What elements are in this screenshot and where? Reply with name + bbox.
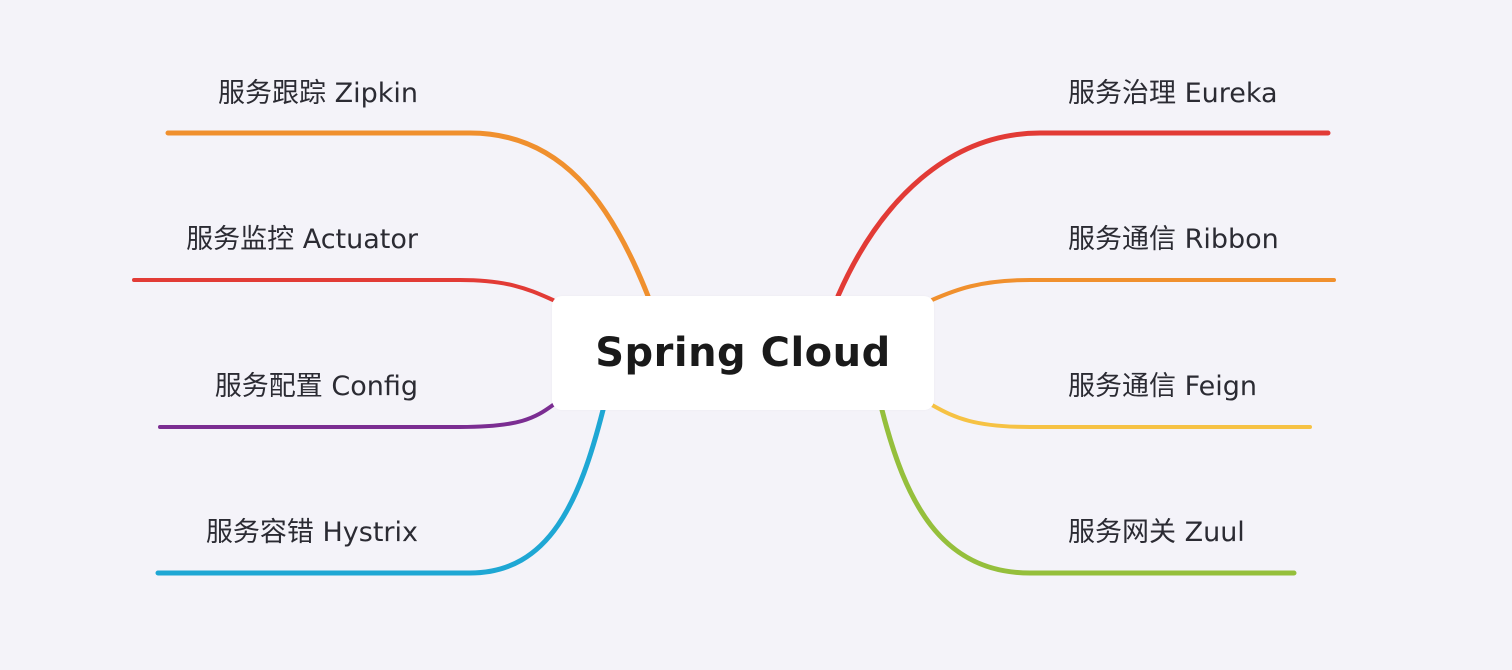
branch-line-ribbon bbox=[930, 278, 1336, 302]
branch-line-hystrix bbox=[155, 407, 606, 576]
branch-label-config: 服务配置 Config bbox=[214, 371, 418, 402]
branch-label-eureka: 服务治理 Eureka bbox=[1068, 78, 1278, 109]
branch-line-actuator bbox=[132, 278, 555, 302]
branch-line-feign bbox=[930, 403, 1312, 429]
branch-label-ribbon: 服务通信 Ribbon bbox=[1068, 224, 1279, 255]
branch-label-zipkin: 服务跟踪 Zipkin bbox=[218, 78, 418, 109]
central-node-title: Spring Cloud bbox=[595, 330, 891, 376]
branch-line-eureka bbox=[835, 130, 1331, 299]
branch-label-actuator: 服务监控 Actuator bbox=[186, 224, 418, 255]
central-node: Spring Cloud bbox=[552, 296, 934, 410]
branch-label-zuul: 服务网关 Zuul bbox=[1068, 517, 1245, 548]
branch-line-config bbox=[158, 403, 555, 429]
branch-line-zipkin bbox=[165, 130, 651, 299]
branch-label-feign: 服务通信 Feign bbox=[1068, 371, 1257, 402]
branch-label-hystrix: 服务容错 Hystrix bbox=[205, 517, 418, 548]
branch-line-zuul bbox=[879, 407, 1297, 576]
